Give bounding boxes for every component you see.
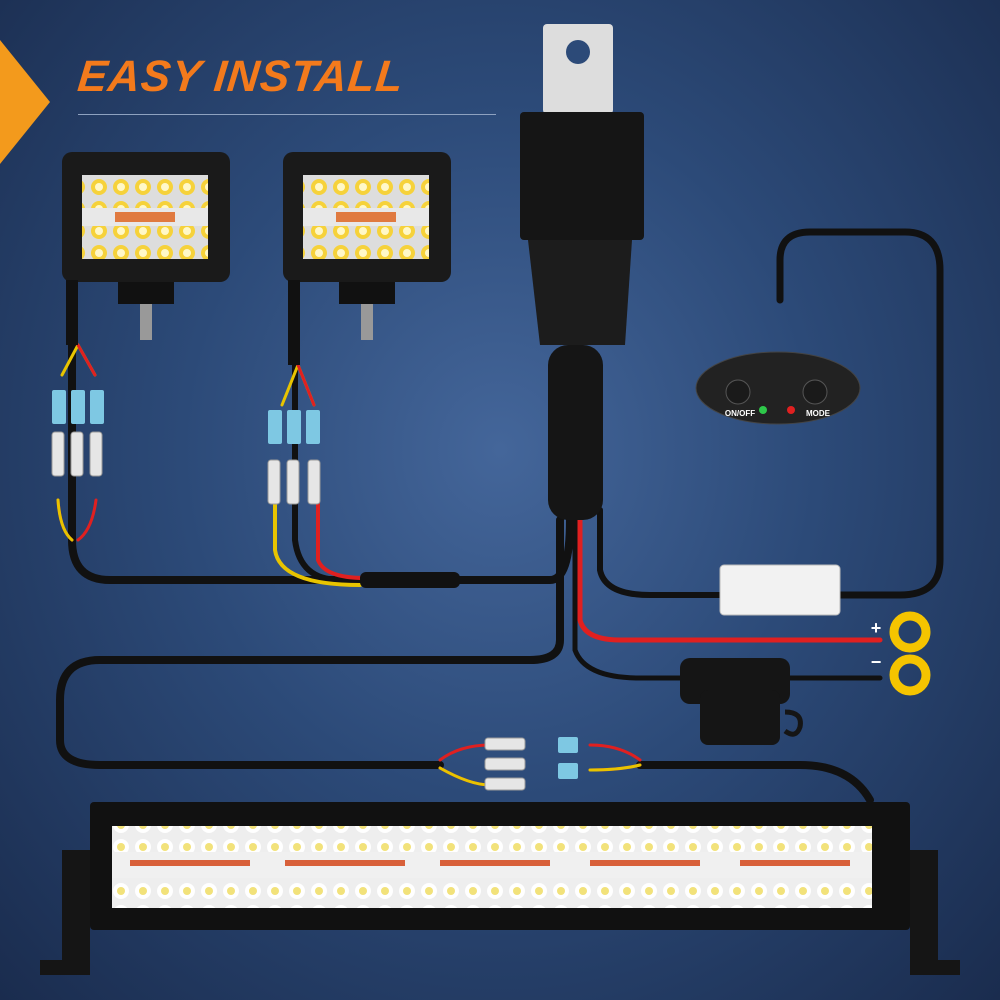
battery-terminals: + − <box>871 611 931 696</box>
relay <box>520 24 644 520</box>
mode-button <box>802 379 828 405</box>
positive-label: + <box>871 618 882 638</box>
pod-light-right <box>283 152 451 365</box>
green-led-indicator <box>759 406 767 414</box>
wires <box>56 228 944 804</box>
on-off-label: ON/OFF <box>725 409 755 418</box>
negative-label: − <box>871 652 882 672</box>
harness-plug <box>719 564 841 616</box>
title-divider <box>78 114 496 115</box>
mode-label: MODE <box>806 409 831 418</box>
corner-chevron-decoration <box>0 40 50 164</box>
control-switch[interactable]: ON/OFF MODE <box>695 351 861 425</box>
led-light-bar <box>40 802 960 975</box>
red-led-indicator <box>787 406 795 414</box>
spade-connectors <box>51 390 841 791</box>
pod-light-left <box>62 152 230 345</box>
inline-fuse-holder <box>680 658 803 745</box>
heat-shrink-sleeve <box>360 572 460 588</box>
on-off-button <box>725 379 751 405</box>
